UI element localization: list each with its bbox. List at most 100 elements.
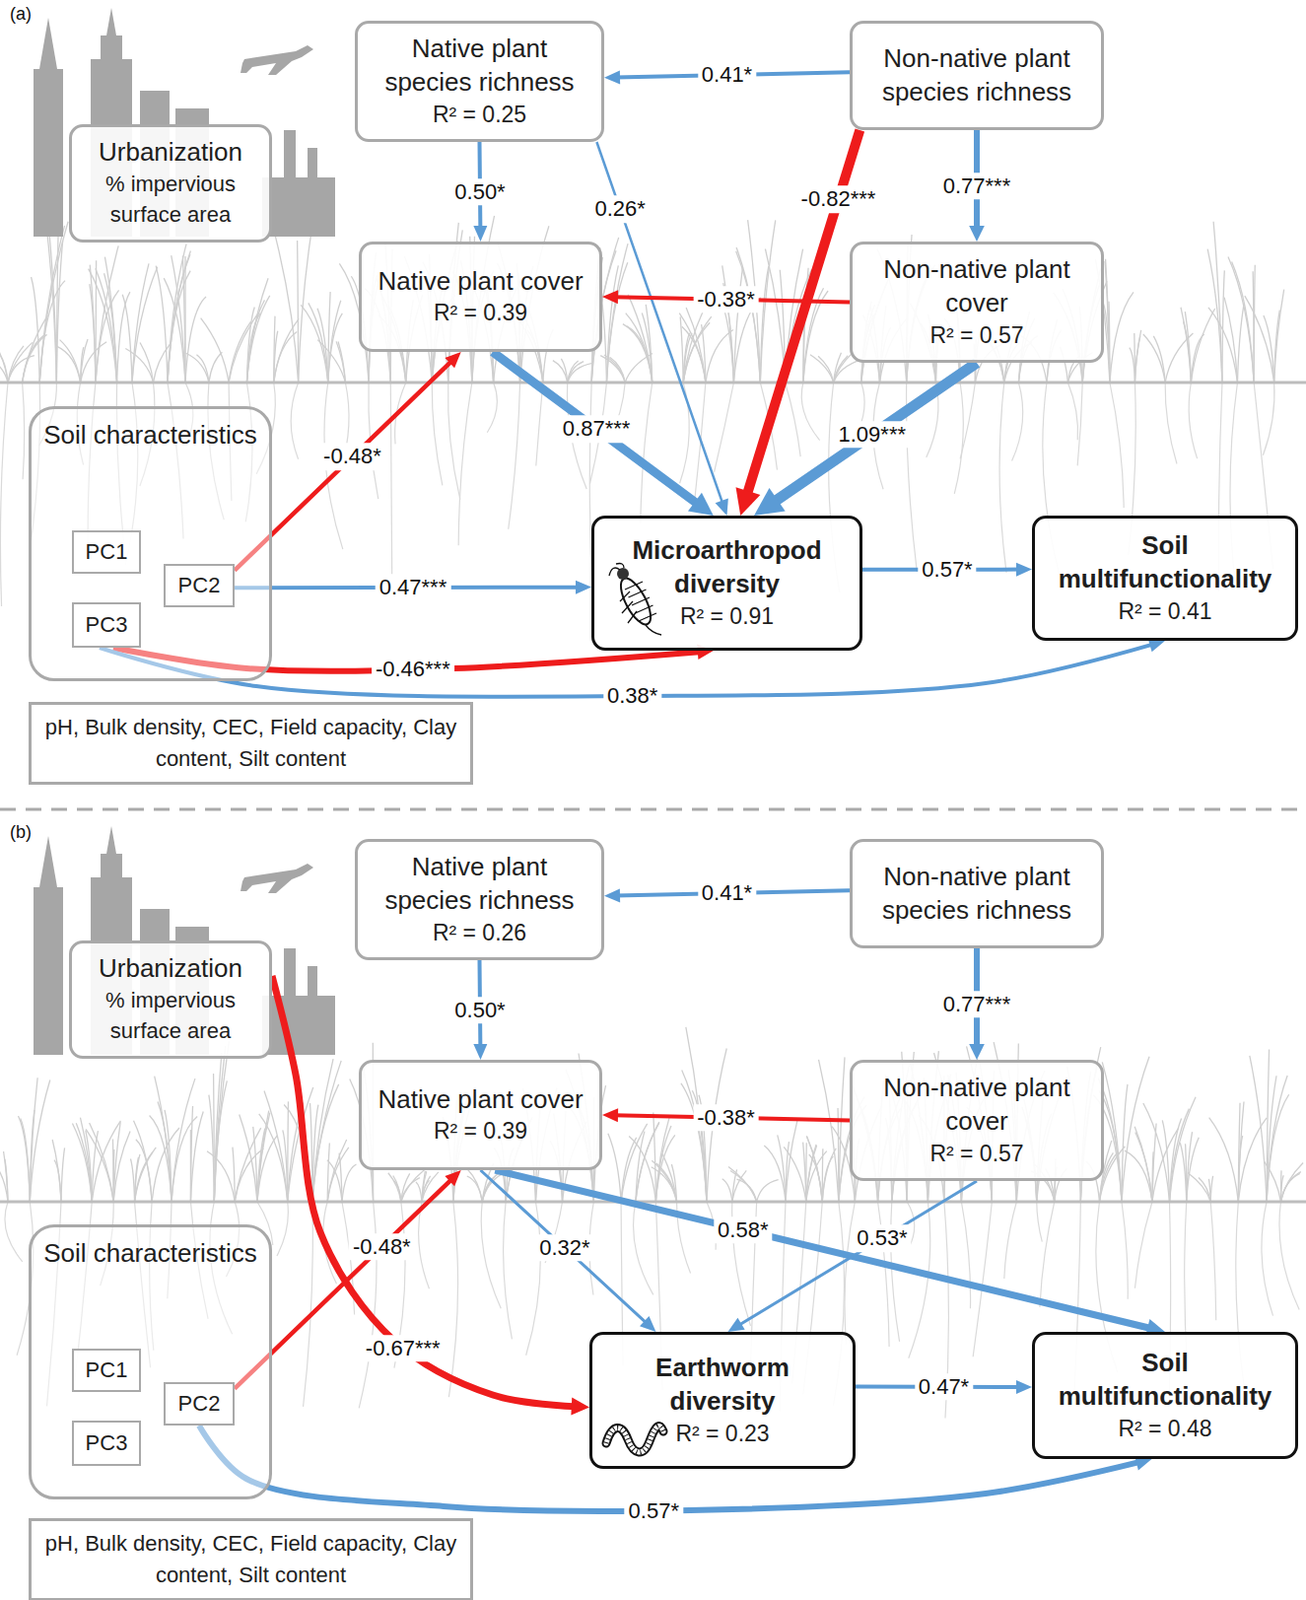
node-title: PC2 <box>178 1389 221 1419</box>
node-title: Soil characteristics <box>43 1237 258 1271</box>
grass-blade <box>1187 1172 1211 1202</box>
grass-blade <box>481 1171 505 1202</box>
grass-blade <box>1228 257 1254 383</box>
grass-blade <box>94 260 97 383</box>
path-coefficient: 0.77*** <box>939 172 1016 201</box>
connector <box>481 1169 657 1332</box>
node-title: Soil characteristics <box>43 418 258 453</box>
grass-blade <box>736 247 760 383</box>
ground-line <box>0 1200 1306 1204</box>
soil-group-box: Soil characteristicsPC1PC2PC3 <box>28 406 273 682</box>
grass-blade <box>608 1133 621 1202</box>
grass-blade <box>818 355 834 383</box>
arrowhead <box>444 1169 461 1186</box>
arrowhead <box>639 1315 657 1332</box>
pc-box: PC3 <box>71 602 141 648</box>
grass-blade <box>85 1128 114 1202</box>
grass-blade <box>134 1120 153 1202</box>
path-coefficient: 0.77*** <box>939 990 1016 1019</box>
grass-blade <box>1124 1150 1153 1202</box>
grass-blade <box>1264 1161 1282 1202</box>
grass-blade <box>185 296 207 383</box>
grass-blade <box>46 224 57 383</box>
grass-blade <box>662 1153 678 1202</box>
grass-blade <box>89 1122 115 1202</box>
grass-blade <box>627 294 653 383</box>
variable-box: pH, Bulk density, CEC, Field capacity, C… <box>28 701 474 785</box>
grass-blade <box>655 1125 672 1202</box>
root <box>693 382 706 506</box>
grass-blade <box>3 1151 8 1202</box>
arrowhead <box>727 1317 745 1332</box>
root <box>1077 382 1083 466</box>
root <box>908 1201 931 1359</box>
grass-blade <box>1249 1055 1267 1202</box>
grass-blade <box>308 302 329 383</box>
root <box>680 382 690 483</box>
grass-blade <box>1190 334 1204 383</box>
arrowhead <box>968 1043 985 1060</box>
grass-blade <box>125 348 153 383</box>
grass-blade <box>1101 1061 1122 1202</box>
root <box>1109 382 1124 508</box>
node-title: Non-native plant cover <box>864 1071 1090 1139</box>
node-subtext: R² = 0.41 <box>1117 596 1212 627</box>
node-title: PC3 <box>85 1429 129 1458</box>
grass-blade <box>783 1146 807 1202</box>
root <box>633 1201 654 1295</box>
grass-blade <box>339 1153 343 1202</box>
path-coefficient: 0.50* <box>450 178 509 207</box>
grass-blade <box>186 352 209 383</box>
grass-blade <box>701 324 706 383</box>
grass-blade <box>274 331 298 383</box>
node-subtext: % impervious surface area <box>83 169 258 231</box>
grass-blade <box>604 354 625 383</box>
grass-blade <box>722 1178 733 1202</box>
path-coefficient: 0.58* <box>713 1216 772 1244</box>
grass-blade <box>0 342 8 383</box>
root <box>954 382 963 494</box>
grass-blade <box>1143 1102 1170 1202</box>
grass-blade <box>1135 1131 1153 1202</box>
grass-blade <box>1134 1126 1153 1202</box>
arrowhead <box>570 1396 590 1415</box>
root <box>844 1201 855 1345</box>
node-title: Non-native plant cover <box>864 253 1090 321</box>
root <box>481 1201 501 1308</box>
root <box>1279 1201 1300 1309</box>
node-title: Earthworm diversity <box>609 1351 836 1419</box>
node-title: Native plant cover <box>377 265 583 299</box>
root <box>1121 1201 1128 1300</box>
grass-blade <box>806 1135 823 1202</box>
grass-blade <box>342 1164 357 1202</box>
grass-blade <box>730 1170 757 1202</box>
grass-blade <box>756 1179 779 1202</box>
grass-blade <box>257 1135 277 1202</box>
root <box>714 382 735 473</box>
arrowhead <box>1016 1379 1032 1394</box>
grass-blade <box>80 339 88 383</box>
grass-blade <box>246 277 269 383</box>
grass-blade <box>91 1120 121 1202</box>
connector <box>492 351 714 516</box>
grass-blade <box>628 1135 656 1202</box>
grass-blade <box>838 1056 845 1202</box>
grass-blade <box>95 268 118 383</box>
path-coefficient: -0.48* <box>319 443 386 472</box>
path-coefficient: -0.67*** <box>361 1334 445 1363</box>
root <box>503 1201 513 1339</box>
pc-box: PC3 <box>71 1420 141 1466</box>
grass-blade <box>61 1147 66 1202</box>
path-coefficient: 0.47*** <box>375 573 452 602</box>
root <box>390 382 392 581</box>
root <box>0 382 8 607</box>
node-title: PC1 <box>85 538 129 567</box>
node-subtext: R² = 0.39 <box>433 297 528 329</box>
pc-box: PC1 <box>71 530 141 574</box>
grass-blade <box>635 1131 645 1202</box>
grass-blade <box>1280 1172 1300 1202</box>
root <box>486 382 497 433</box>
grass-blade <box>1179 1142 1186 1202</box>
grass-blade <box>600 355 625 383</box>
